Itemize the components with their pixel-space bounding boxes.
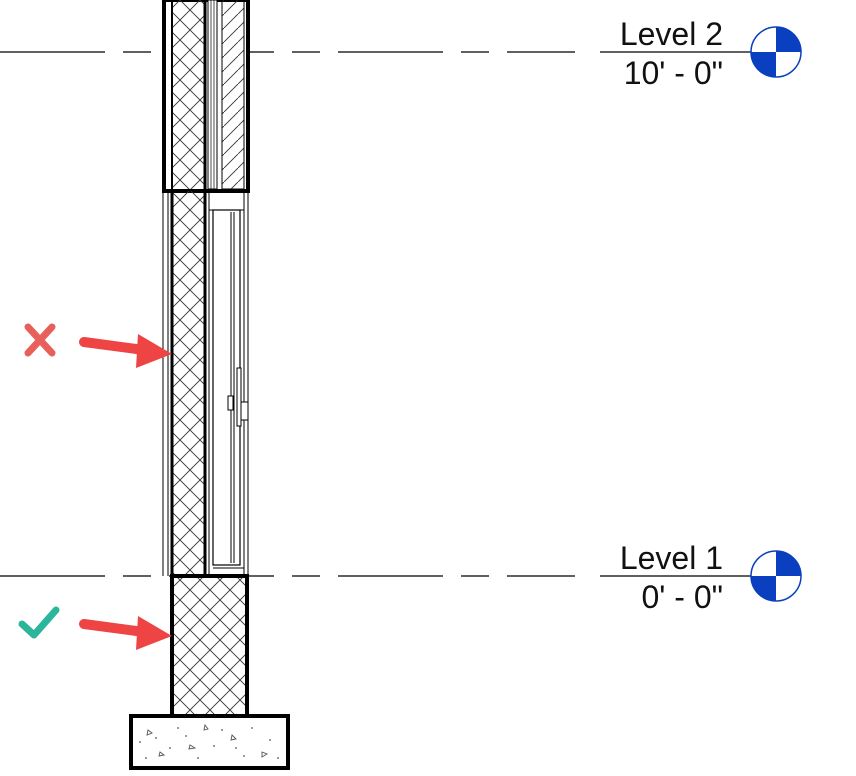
level-2-elevation: 10' - 0" — [624, 55, 723, 91]
check-mark-icon — [18, 606, 60, 639]
level-1-marker-icon — [750, 550, 802, 602]
footing — [129, 714, 290, 770]
x-mark-icon — [24, 323, 56, 357]
level-2-name: Level 2 — [620, 16, 723, 52]
arrow-icon-correct — [79, 616, 172, 650]
level-1-elevation: 0' - 0" — [642, 579, 724, 615]
arrow-icon-incorrect — [79, 334, 172, 368]
foundation-wall — [170, 574, 249, 718]
level-1-name: Level 1 — [620, 540, 723, 576]
upper-wall-section — [162, 0, 250, 193]
lower-wall-section — [162, 191, 249, 576]
level-2-marker-icon — [750, 26, 802, 78]
